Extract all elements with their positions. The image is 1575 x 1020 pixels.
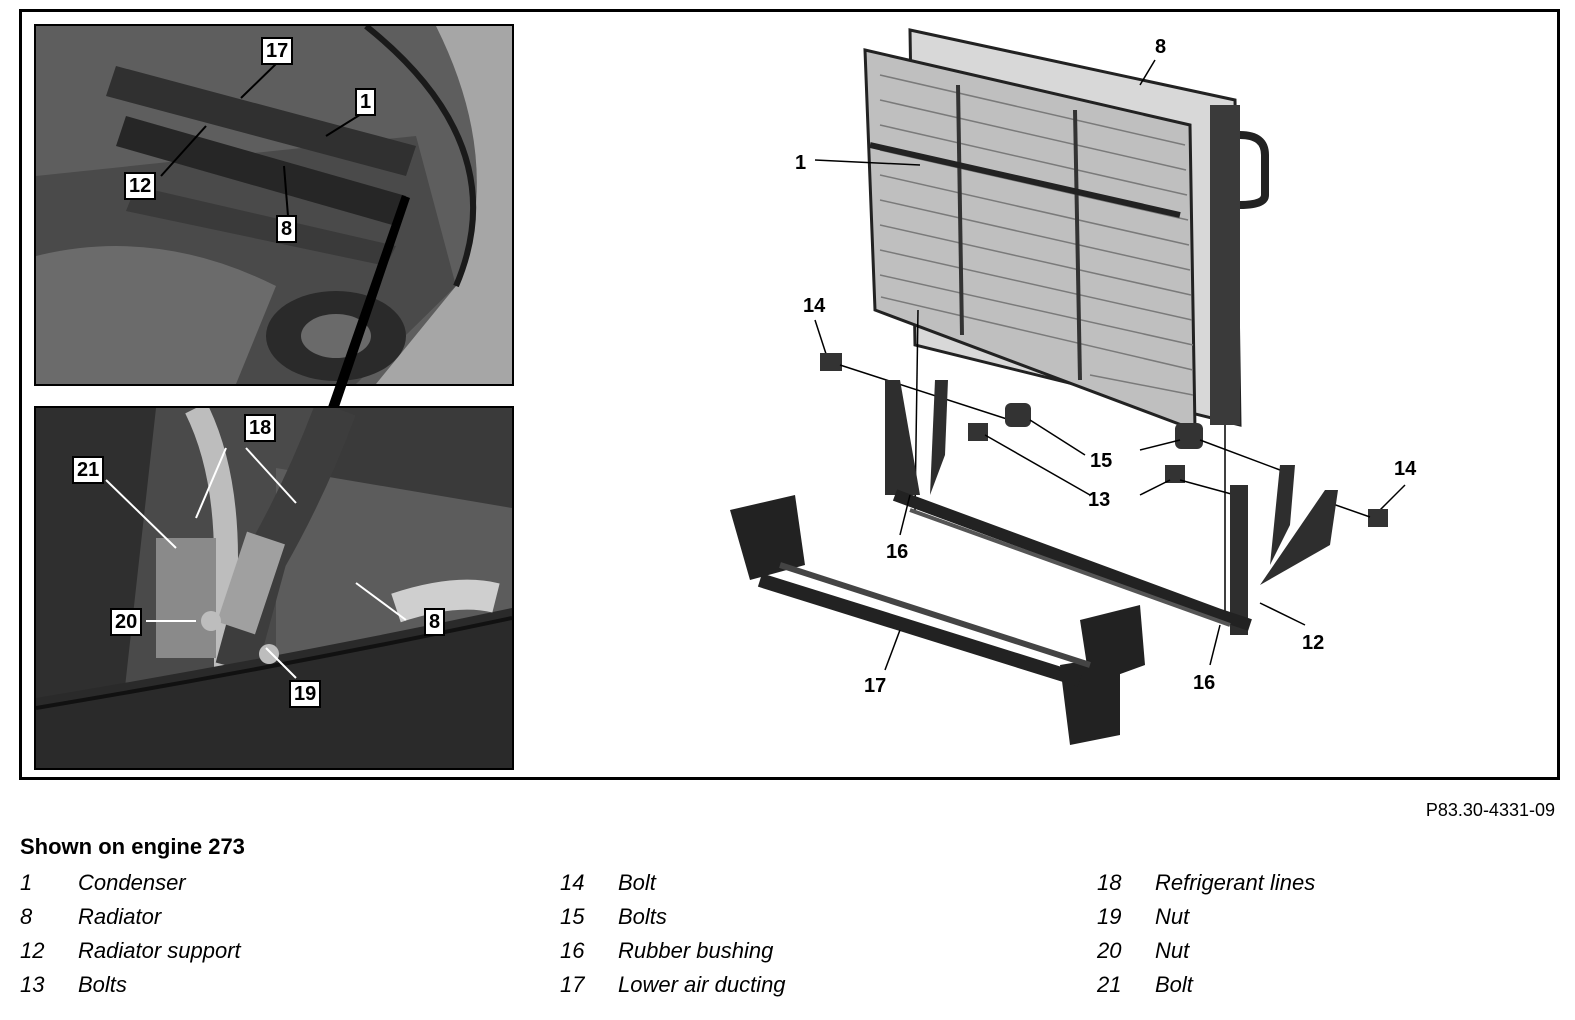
- legend-text: Nut: [1155, 938, 1190, 963]
- callout-12-top: 12: [124, 172, 157, 200]
- legend-item: 20 Nut: [1097, 934, 1517, 968]
- callout-14-exploded-left: 14: [803, 295, 826, 317]
- legend-number: 1: [20, 870, 33, 895]
- callout-12-exploded: 12: [1302, 632, 1325, 654]
- legend-text: Lower air ducting: [618, 972, 786, 997]
- figure-code: P83.30-4331-09: [1425, 800, 1555, 820]
- illustration-frame: [19, 9, 1560, 780]
- legend-number: 19: [1097, 904, 1122, 929]
- callout-8-top: 8: [276, 215, 298, 243]
- photo-connector-line: [328, 195, 410, 410]
- legend-number: 20: [1097, 938, 1122, 963]
- legend-title: Shown on engine 273: [20, 834, 245, 859]
- callout-1-top: 1: [355, 88, 377, 116]
- top-detail-photo: [34, 24, 514, 386]
- callout-1-exploded: 1: [795, 152, 807, 174]
- callout-8-exploded: 8: [1155, 36, 1167, 58]
- legend-number: 14: [560, 870, 585, 895]
- callout-17-exploded: 17: [864, 675, 887, 697]
- legend-text: Radiator: [78, 904, 162, 929]
- callout-14-exploded-right: 14: [1394, 458, 1417, 480]
- callout-8-bottom: 8: [424, 608, 446, 636]
- legend-number: 16: [560, 938, 585, 963]
- callout-20-bottom: 20: [110, 608, 143, 636]
- callout-18-bottom: 18: [244, 414, 277, 442]
- legend-item: 17 Lower air ducting: [560, 968, 980, 1002]
- legend-text: Refrigerant lines: [1155, 870, 1316, 895]
- callout-19-bottom: 19: [289, 680, 322, 708]
- legend-number: 18: [1097, 870, 1122, 895]
- legend-number: 13: [20, 972, 45, 997]
- legend-text: Condenser: [78, 870, 186, 895]
- legend-number: 12: [20, 938, 45, 963]
- legend-text: Bolts: [78, 972, 127, 997]
- legend-item: 15 Bolts: [560, 900, 980, 934]
- legend-item: 12 Radiator support: [20, 934, 440, 968]
- legend-item: 18 Refrigerant lines: [1097, 866, 1517, 900]
- callout-17-top: 17: [261, 37, 294, 65]
- legend-item: 14 Bolt: [560, 866, 980, 900]
- legend-number: 17: [560, 972, 585, 997]
- legend-item: 19 Nut: [1097, 900, 1517, 934]
- exploded-view-diagram: [700, 25, 1560, 777]
- legend-number: 15: [560, 904, 585, 929]
- legend-number: 21: [1097, 972, 1122, 997]
- legend-text: Bolt: [1155, 972, 1193, 997]
- legend-item: 8 Radiator: [20, 900, 440, 934]
- legend-text: Bolt: [618, 870, 656, 895]
- legend-item: 1 Condenser: [20, 866, 440, 900]
- legend-number: 8: [20, 904, 33, 929]
- legend-column-2: 14 Bolt 15 Bolts 16 Rubber bushing 17 Lower …: [560, 866, 980, 1002]
- legend-item: 16 Rubber bushing: [560, 934, 980, 968]
- bottom-detail-photo: [34, 406, 514, 770]
- legend-text: Rubber bushing: [618, 938, 774, 963]
- legend-item: 13 Bolts: [20, 968, 440, 1002]
- callout-16-exploded-left: 16: [886, 541, 909, 563]
- callout-15-exploded: 15: [1090, 450, 1113, 472]
- legend-text: Radiator support: [78, 938, 241, 963]
- legend-item: 21 Bolt: [1097, 968, 1517, 1002]
- callout-13-exploded: 13: [1088, 489, 1111, 511]
- legend-text: Nut: [1155, 904, 1190, 929]
- legend-text: Bolts: [618, 904, 667, 929]
- callout-21-bottom: 21: [72, 456, 105, 484]
- callout-16-exploded-right: 16: [1193, 672, 1216, 694]
